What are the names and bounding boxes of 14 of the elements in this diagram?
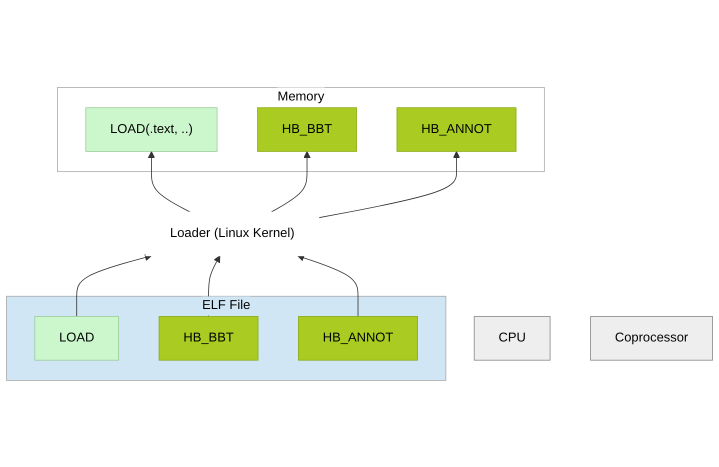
node-box: HB_BBT xyxy=(158,316,258,360)
node-box: HB_ANNOT xyxy=(396,106,516,152)
node-box: LOAD xyxy=(34,316,120,360)
arrow xyxy=(76,254,152,316)
node-box: HB_ANNOT xyxy=(298,316,418,360)
node-text: Loader (Linux Kernel) xyxy=(170,226,295,240)
node-box: Coprocessor xyxy=(590,316,713,360)
arrow xyxy=(318,150,460,218)
arrow xyxy=(270,150,311,212)
node-box: HB_BBT xyxy=(257,106,357,152)
node-box: LOAD(.text, ..) xyxy=(85,106,218,152)
arrow xyxy=(297,254,358,316)
node-box: CPU xyxy=(474,316,550,360)
arrow xyxy=(148,150,191,212)
